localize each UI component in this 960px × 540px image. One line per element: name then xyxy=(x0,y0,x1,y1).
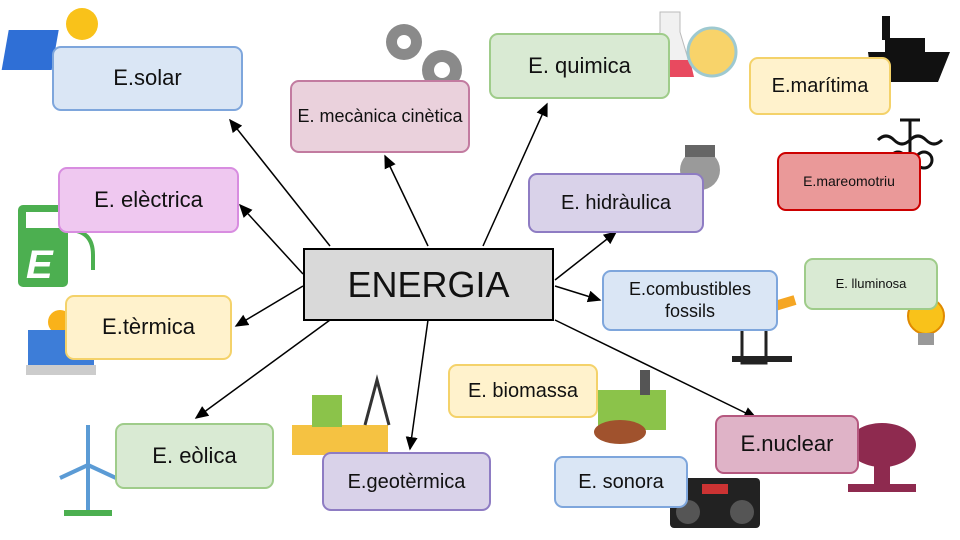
node-solar: E.solar xyxy=(52,46,243,111)
node-mecanica: E. mecànica cinètica xyxy=(290,80,470,153)
geothermal-icon xyxy=(292,374,391,455)
nuclear-explosion-icon xyxy=(848,423,916,492)
node-geotermica: E.geotèrmica xyxy=(322,452,491,511)
biomass-icon xyxy=(594,370,666,444)
node-combustibles: E.combustibles fossils xyxy=(602,270,778,331)
node-termica: E.tèrmica xyxy=(65,295,232,360)
arrow-eolica xyxy=(194,319,331,419)
node-sonora: E. sonora xyxy=(554,456,688,508)
arrow-nuclear xyxy=(554,319,758,419)
node-mareomotriu: E.mareomotriu xyxy=(777,152,921,211)
arrow-mecanica xyxy=(384,154,429,247)
svg-text:E: E xyxy=(26,243,54,287)
arrow-solar xyxy=(229,118,331,247)
arrow-electrica xyxy=(238,203,304,275)
node-maritima: E.marítima xyxy=(749,57,891,115)
ev-charger-icon: E xyxy=(18,205,95,287)
node-eolica: E. eòlica xyxy=(115,423,274,489)
center-node: ENERGIA xyxy=(303,248,554,321)
node-lluminosa: E. lluminosa xyxy=(804,258,938,310)
node-hidraulica: E. hidràulica xyxy=(528,173,704,233)
node-nuclear: E.nuclear xyxy=(715,415,859,474)
arrow-termica xyxy=(234,285,304,327)
arrow-quimica xyxy=(482,102,548,247)
arrow-hidraulica xyxy=(554,231,618,281)
arrow-combustibles xyxy=(554,285,602,303)
arrow-geotermica xyxy=(405,319,429,451)
wind-turbine-icon xyxy=(59,425,117,516)
radio-icon xyxy=(670,478,760,528)
node-electrica: E. elèctrica xyxy=(58,167,239,233)
node-quimica: E. quimica xyxy=(489,33,670,99)
node-biomassa: E. biomassa xyxy=(448,364,598,418)
